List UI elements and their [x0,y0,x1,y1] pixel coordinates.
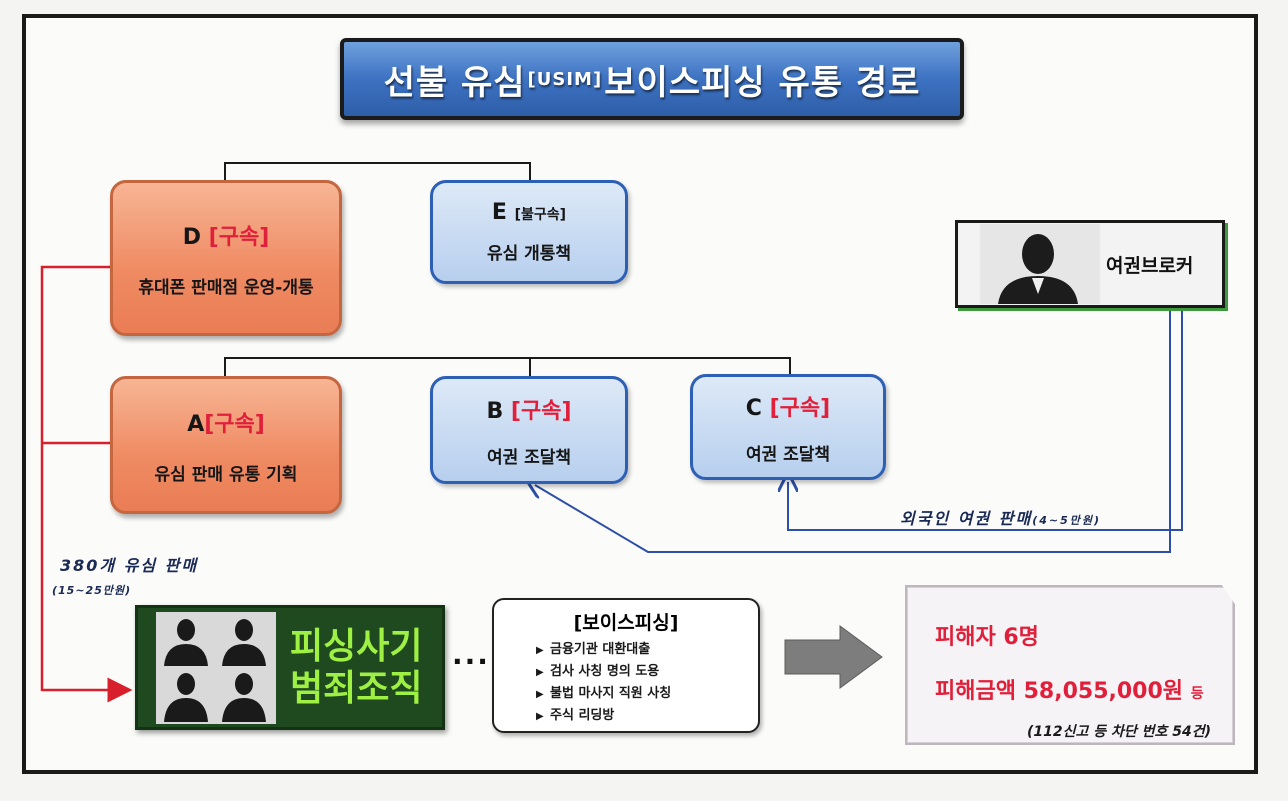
ellipsis: ··· [452,645,490,678]
voice-phishing-types: [보이스피싱] ▶ 금융기관 대환대출 ▶ 검사 사칭 명의 도용 ▶ 불법 마사지 … [492,598,760,733]
node-e-role: 유심 개통책 [486,244,572,264]
red-flow-line [40,265,133,703]
node-d: D [구속] 휴대폰 판매점 운영-개통 [110,180,342,336]
phishing-crime-organization: 피싱사기 범죄조직 [135,605,445,730]
damage-result: 피해자 6명 피해금액 58,055,000원 등 (112신고 등 차단 번호… [905,585,1235,745]
big-arrow [784,625,883,689]
list-item: ▶ 불법 마사지 직원 사칭 [536,683,746,705]
list-item-text: 금융기관 대환대출 [550,642,651,657]
list-item-text: 검사 사칭 명의 도용 [550,664,660,679]
usim-sale-price: (15~25만원) [52,584,132,597]
node-d-status: [구속] [208,224,270,250]
list-item-text: 불법 마사지 직원 사칭 [550,686,672,701]
list-item: ▶ 금융기관 대환대출 [536,639,746,661]
foreign-sale-price: (4~5만원) [1032,514,1102,527]
list-item: ▶ 검사 사칭 명의 도용 [536,661,746,683]
node-a: A[구속] 유심 판매 유통 기획 [110,376,342,514]
passport-broker: 여권브로커 [955,220,1225,308]
node-e-head: E [불구속] [492,200,566,225]
broker-label: 여권브로커 [1106,254,1194,277]
triangle-bullet-icon: ▶ [536,711,544,722]
node-a-head: A[구속] [187,406,265,438]
phishing-org-line2: 범죄조직 [290,667,423,709]
person-silhouette-icon [980,224,1100,304]
victim-count: 피해자 6명 [935,625,1039,650]
node-c-role: 여권 조달책 [745,444,831,465]
title-main-post: 보이스피싱 유통 경로 [604,62,921,103]
phishing-org-label: 피싱사기 범죄조직 [290,626,422,710]
voice-phishing-title: [보이스피싱] [573,612,679,634]
triangle-bullet-icon: ▶ [536,689,544,700]
node-d-letter: D [182,224,201,250]
node-b-status: [구속] [510,398,572,424]
voice-phishing-list: ▶ 금융기관 대환대출 ▶ 검사 사칭 명의 도용 ▶ 불법 마사지 직원 사칭 ▶ 주… [506,639,746,727]
blue-line-broker-c [788,310,1183,531]
title-main-pre: 선불 유심 [383,62,526,103]
triangle-bullet-icon: ▶ [536,667,544,678]
blue-line-broker-b [535,310,1171,553]
node-c-head: C [구속] [746,390,830,422]
blocked-numbers-note: (112신고 등 차단 번호 54건) [1027,724,1212,740]
group-silhouette-icon [156,611,276,724]
phishing-org-line1: 피싱사기 [290,625,423,667]
triangle-bullet-icon: ▶ [536,645,544,656]
node-b: B [구속] 여권 조달책 [430,376,628,484]
node-b-head: B [구속] [486,393,571,425]
damage-amount: 피해금액 58,055,000원 등 [935,673,1233,705]
line-a-b-c [224,357,791,378]
usim-sale-label: 380개 유심 판매 [60,556,199,575]
node-d-role: 휴대폰 판매점 운영-개통 [138,277,314,298]
list-item-text: 주식 리딩방 [550,708,615,723]
node-d-head: D [구속] [183,219,270,251]
node-e: E [불구속] 유심 개통책 [430,180,628,284]
foreign-passport-sale-label: 외국인 여권 판매(4~5만원) [900,505,1101,529]
line-d-e [224,162,531,182]
foreign-sale-text: 외국인 여권 판매 [900,509,1033,528]
node-c-letter: C [745,395,762,421]
node-e-status: [불구속] [514,207,567,223]
node-b-letter: B [486,398,504,424]
node-c: C [구속] 여권 조달책 [690,374,886,480]
node-b-role: 여권 조달책 [486,447,572,468]
list-item: ▶ 주식 리딩방 [536,705,746,727]
node-a-letter: A [187,411,205,437]
diagram-title: 선불 유심 [USIM] 보이스피싱 유통 경로 [340,38,964,120]
title-usim: [USIM] [527,68,603,90]
damage-amount-value: 피해금액 58,055,000원 [935,679,1184,704]
damage-amount-suffix: 등 [1190,686,1204,702]
node-a-status: [구속] [204,411,265,437]
node-e-letter: E [491,200,507,225]
node-c-status: [구속] [769,395,831,421]
node-a-role: 유심 판매 유통 기획 [154,464,298,485]
